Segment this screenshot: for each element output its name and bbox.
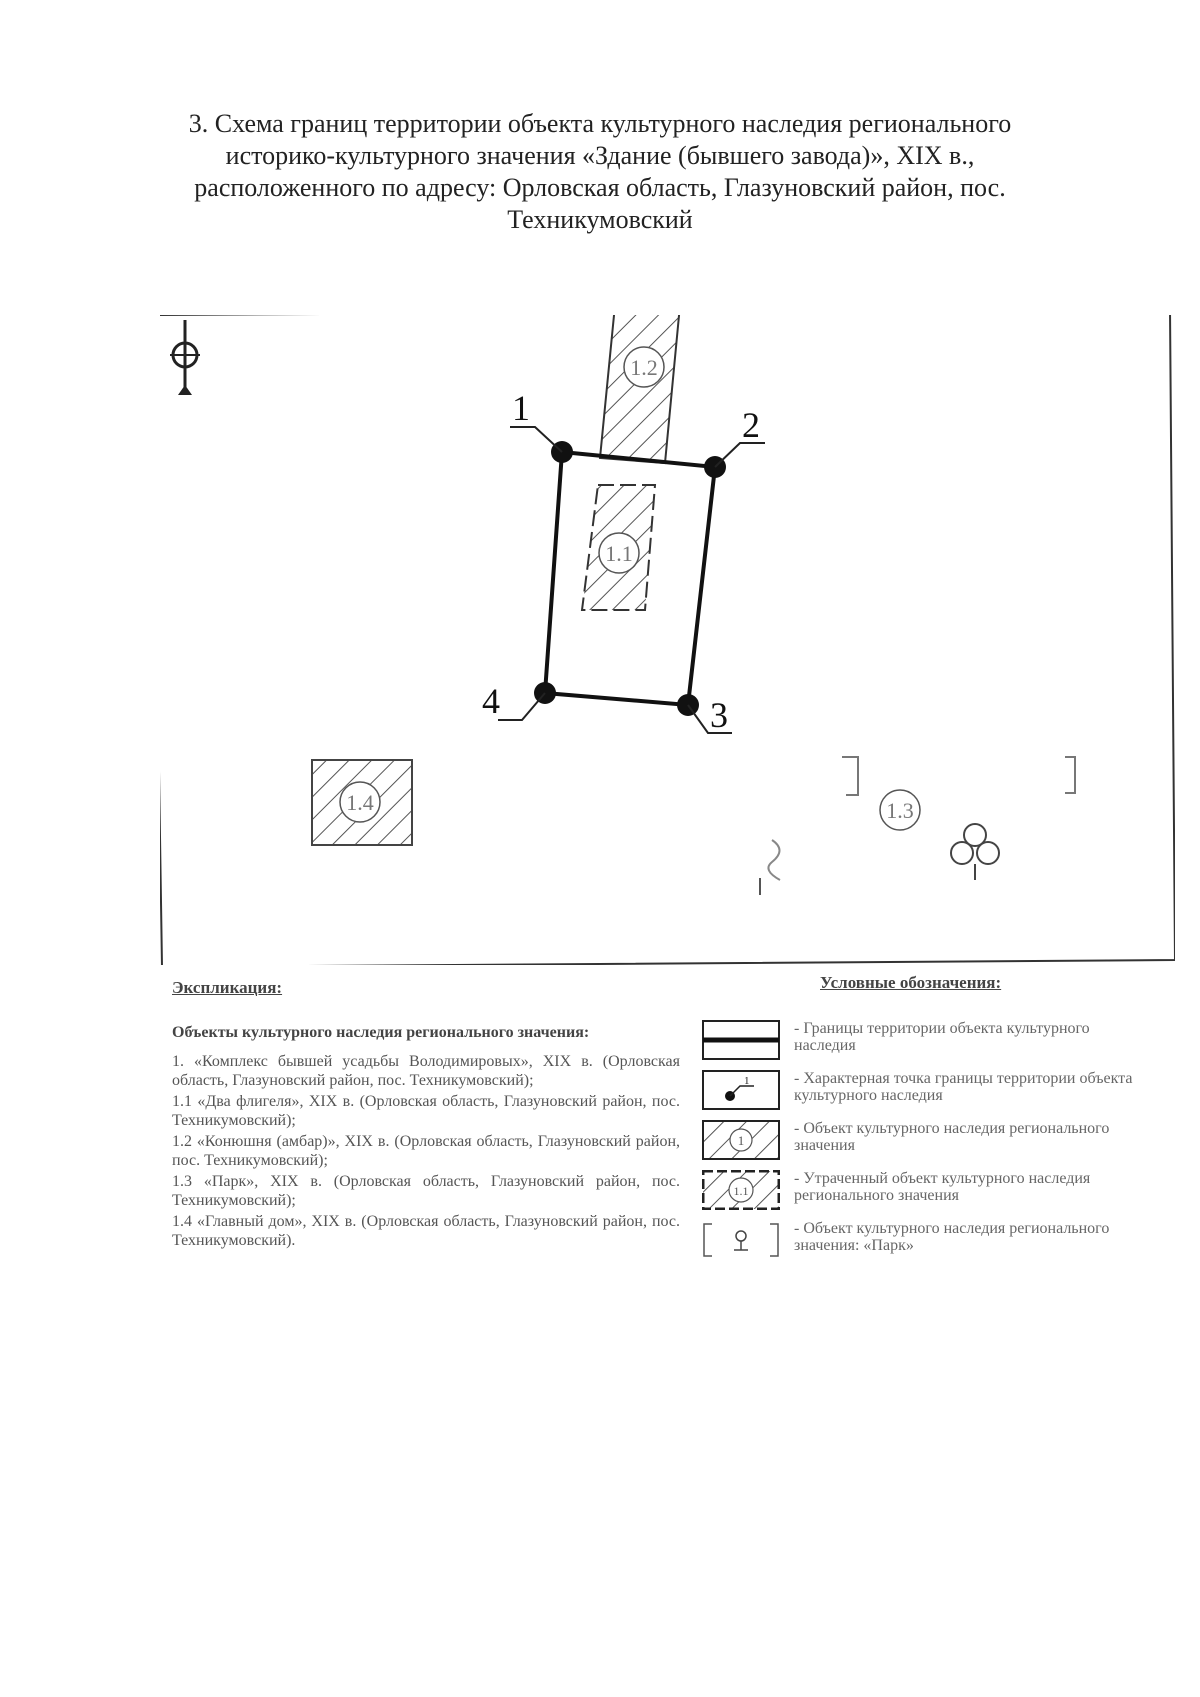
legend-object-label: 1 [738,1133,745,1148]
park-icon [703,1223,779,1257]
page-title: 3. Схема границ территории объекта культ… [150,108,1050,236]
legend-text: - Характерная точка границы территории о… [794,1070,1133,1104]
explication-item: 1.2 «Конюшня (амбар)», XIX в. (Орловская… [172,1133,680,1169]
legend-heading: Условные обозначения: [820,973,1002,992]
explication-section: Экспликация: Объекты культурного наследи… [172,978,680,1252]
boundary-line-icon [702,1020,780,1060]
legend-row-lost-object: 1.1 - Утраченный объект культурного насл… [702,1170,1162,1216]
legend-row-boundary: - Границы территории объекта культурного… [702,1020,1162,1066]
object-1-1: 1.1 [580,484,657,611]
hatched-object-icon: 1 [702,1120,780,1160]
object-label-1-2: 1.2 [630,355,658,380]
explication-item: 1.4 «Главный дом», XIX в. (Орловская обл… [172,1213,680,1249]
legend-row-object: 1 - Объект культурного наследия регионал… [702,1120,1162,1166]
park-path-icon [767,839,781,881]
object-1-4: 1.4 [311,759,413,846]
object-1-3-park: 1.3 [759,756,1076,895]
legend-text: - Объект культурного наследия региональн… [794,1120,1110,1154]
point-label-2: 2 [742,405,760,445]
characteristic-point-icon: 1 [702,1070,780,1110]
object-label-1-1: 1.1 [605,541,633,566]
explication-item: 1. «Комплекс бывшей усадьбы Володимировы… [172,1053,680,1089]
lost-object-icon: 1.1 [702,1170,780,1210]
object-label-1-4: 1.4 [346,790,374,815]
object-label-1-3: 1.3 [886,798,914,823]
legend-lost-object-label: 1.1 [734,1184,749,1198]
title-line-3: расположенного по адресу: Орловская обла… [194,173,1006,202]
legend-text: - Границы территории объекта культурного… [794,1020,1090,1054]
title-line-2: историко-культурного значения «Здание (б… [225,141,975,170]
point-leaders [498,426,765,734]
point-label-4: 4 [482,681,500,721]
title-line-4: Техникумовский [507,205,693,234]
north-arrow-icon [170,320,200,395]
tree-icon [950,823,1000,880]
boundary-scheme-map: 1.2 1.1 1 2 3 4 1.4 1.3 [160,315,1175,965]
point-label-3: 3 [710,695,728,735]
explication-heading: Экспликация: [172,978,283,997]
legend-point-label: 1 [744,1075,750,1087]
point-label-1: 1 [512,388,530,428]
legend-text: - Утраченный объект культурного наследия… [794,1170,1091,1204]
explication-item: 1.1 «Два флигеля», XIX в. (Орловская обл… [172,1093,680,1129]
legend-row-park: - Объект культурного наследия региональн… [702,1220,1162,1266]
legend-text: - Объект культурного наследия региональн… [794,1220,1110,1254]
explication-subheading: Объекты культурного наследия регионально… [172,1024,590,1041]
title-line-1: 3. Схема границ территории объекта культ… [188,109,1012,138]
explication-item: 1.3 «Парк», XIX в. (Орловская область, Г… [172,1173,680,1209]
legend-row-point: 1 - Характерная точка границы территории… [702,1070,1162,1116]
object-1-2: 1.2 [598,315,681,465]
